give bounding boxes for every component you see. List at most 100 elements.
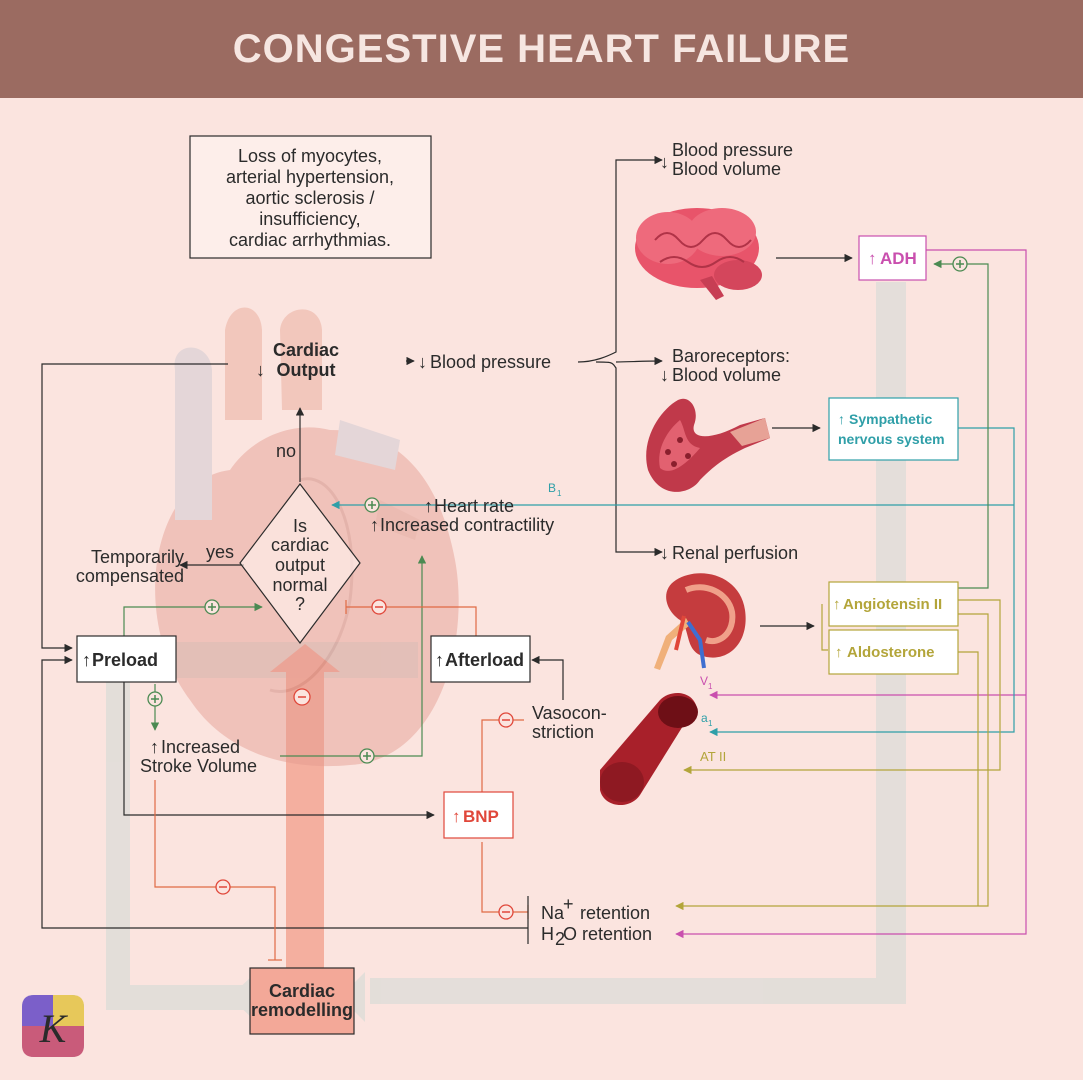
svg-text:Vasocon-: Vasocon- xyxy=(532,703,607,723)
svg-text:BNP: BNP xyxy=(463,807,499,826)
adh-connectors xyxy=(675,249,1027,939)
svg-text:Preload: Preload xyxy=(92,650,158,670)
svg-text:Increased contractility: Increased contractility xyxy=(380,515,554,535)
up-arrow-icon: ↑ xyxy=(838,411,845,427)
vessel-illustration xyxy=(646,398,770,492)
svg-text:Renal perfusion: Renal perfusion xyxy=(672,543,798,563)
up-arrow-icon: ↑ xyxy=(82,650,91,670)
svg-text:Baroreceptors:: Baroreceptors: xyxy=(672,346,790,366)
decision-diamond xyxy=(239,483,361,644)
remodelling-label: Cardiac remodelling xyxy=(251,981,353,1020)
black-connectors xyxy=(41,155,853,929)
svg-text:Afterload: Afterload xyxy=(445,650,524,670)
bnp-box xyxy=(443,791,514,839)
down-arrow-icon: ↓ xyxy=(660,365,669,385)
svg-text:Cardiac: Cardiac xyxy=(269,981,335,1001)
svg-text:normal: normal xyxy=(272,575,327,595)
title-banner: CONGESTIVE HEART FAILURE xyxy=(0,0,1083,98)
kidney-illustration xyxy=(654,573,746,670)
svg-text:Cardiac: Cardiac xyxy=(273,340,339,360)
svg-text:insufficiency,: insufficiency, xyxy=(259,209,360,229)
up-arrow-icon: ↑ xyxy=(424,496,433,516)
svg-text:Blood volume: Blood volume xyxy=(672,159,781,179)
plus-badge-signs xyxy=(151,260,964,760)
svg-text:V: V xyxy=(700,674,708,688)
a1-label: a 1 xyxy=(701,711,713,728)
svg-text:Loss of myocytes,: Loss of myocytes, xyxy=(238,146,382,166)
bnp-label: ↑ BNP xyxy=(452,807,499,826)
svg-text:Blood volume: Blood volume xyxy=(672,365,781,385)
svg-text:1: 1 xyxy=(708,719,713,728)
up-arrow-icon: ↑ xyxy=(835,644,843,661)
logo-letter: K xyxy=(39,1006,69,1051)
svg-text:Temporarily: Temporarily xyxy=(91,547,184,567)
yes-label: yes xyxy=(206,542,234,562)
preload-box xyxy=(76,635,177,683)
preload-label: ↑ Preload xyxy=(82,650,158,670)
cardiac-output-node: ↓ Cardiac Output xyxy=(256,340,339,380)
up-arrow-icon: ↑ xyxy=(833,596,841,613)
svg-text:a: a xyxy=(701,711,708,725)
svg-text:?: ? xyxy=(295,594,305,614)
svg-text:cardiac: cardiac xyxy=(271,535,329,555)
na-retention-node: Na + retention xyxy=(541,894,650,923)
svg-text:striction: striction xyxy=(532,722,594,742)
svg-text:retention: retention xyxy=(580,903,650,923)
v1-label: V 1 xyxy=(700,674,713,691)
svg-text:O retention: O retention xyxy=(563,924,652,944)
brand-logo: K xyxy=(22,995,84,1057)
causes-box xyxy=(189,135,432,259)
angiotensin-box xyxy=(828,581,959,627)
up-arrow-icon: ↑ xyxy=(435,650,444,670)
up-arrow-icon: ↑ xyxy=(150,737,159,757)
artery-illustration xyxy=(600,693,698,806)
adh-label: ↑ ADH xyxy=(868,249,917,268)
svg-text:compensated: compensated xyxy=(76,566,184,586)
up-arrow-icon: ↑ xyxy=(868,249,877,268)
compensated-text: Temporarily compensated xyxy=(76,547,184,586)
vasoconstriction-node: Vasocon- striction xyxy=(532,703,607,742)
svg-text:Blood pressure: Blood pressure xyxy=(672,140,793,160)
up-arrow-icon: ↑ xyxy=(370,515,379,535)
decision-text: Is cardiac output normal ? xyxy=(271,516,329,614)
svg-text:Is: Is xyxy=(293,516,307,536)
svg-text:arterial hypertension,: arterial hypertension, xyxy=(226,167,394,187)
svg-text:Blood pressure: Blood pressure xyxy=(430,352,551,372)
renal-perfusion-node: ↓ Renal perfusion xyxy=(660,543,798,563)
svg-text:ADH: ADH xyxy=(880,249,917,268)
brain-illustration xyxy=(635,208,762,300)
angiotensin-label: ↑ Angiotensin II xyxy=(833,596,942,613)
sympathetic-connectors xyxy=(331,427,1015,737)
afterload-label: ↑ Afterload xyxy=(435,650,524,670)
remodelling-channel xyxy=(270,644,340,970)
svg-text:nervous system: nervous system xyxy=(838,431,945,447)
adh-box xyxy=(858,235,927,281)
svg-text:H: H xyxy=(541,924,554,944)
h2o-retention-node: H 2 O retention xyxy=(541,924,652,949)
heart-rate-node: ↑ Heart rate ↑ Increased contractility xyxy=(370,496,554,535)
blood-pressure-node: ↓ Blood pressure xyxy=(418,352,551,372)
stroke-volume-node: ↑ Increased Stroke Volume xyxy=(140,737,257,776)
sympathetic-label: ↑ Sympathetic nervous system xyxy=(838,411,945,447)
down-arrow-icon: ↓ xyxy=(418,352,427,372)
up-arrow-icon: ↑ xyxy=(452,807,461,826)
svg-text:+: + xyxy=(563,894,574,914)
svg-text:Increased: Increased xyxy=(161,737,240,757)
aldosterone-box xyxy=(828,629,959,675)
svg-text:remodelling: remodelling xyxy=(251,1000,353,1020)
svg-text:output: output xyxy=(275,555,325,575)
afterload-box xyxy=(430,635,531,683)
raas-connectors xyxy=(675,599,1001,911)
svg-text:1: 1 xyxy=(557,489,562,498)
svg-text:Heart rate: Heart rate xyxy=(434,496,514,516)
svg-text:Aldosterone: Aldosterone xyxy=(847,644,935,661)
svg-text:aortic sclerosis /: aortic sclerosis / xyxy=(245,188,374,208)
sympathetic-box xyxy=(828,397,959,461)
svg-text:cardiac arrhythmias.: cardiac arrhythmias. xyxy=(229,230,391,250)
minus-badge-signs xyxy=(219,606,510,913)
svg-text:1: 1 xyxy=(708,682,713,691)
causes-text: Loss of myocytes, arterial hypertension,… xyxy=(226,146,394,250)
svg-text:Sympathetic: Sympathetic xyxy=(849,411,932,427)
